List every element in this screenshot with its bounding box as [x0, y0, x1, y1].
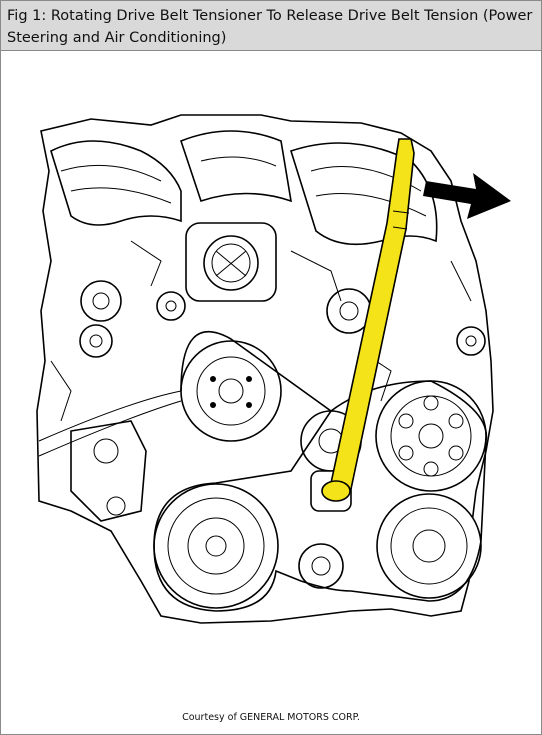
engine-illustration [36, 114, 511, 624]
idler-pulley-mid-left [156, 291, 186, 321]
idler-pulley-upper-left [80, 280, 122, 322]
ac-compressor-pulley [153, 483, 279, 609]
idler-pulley-lower [298, 543, 344, 589]
left-bracket [70, 420, 147, 522]
idler-pulley-right [456, 326, 486, 356]
water-pump-pulley [180, 340, 282, 442]
direction-arrow-icon [423, 173, 511, 219]
idler-pulley-left [79, 324, 113, 358]
power-steering-pulley [375, 380, 487, 492]
intake-manifold-left [50, 140, 182, 226]
courtesy-credit: Courtesy of GENERAL MOTORS CORP. [182, 712, 360, 723]
lower-right-pulley [376, 493, 482, 599]
figure-caption: Fig 1: Rotating Drive Belt Tensioner To … [1, 1, 541, 51]
intake-manifold-center [180, 130, 293, 203]
engine-outline [36, 114, 494, 624]
intake-manifold-right [290, 142, 438, 246]
